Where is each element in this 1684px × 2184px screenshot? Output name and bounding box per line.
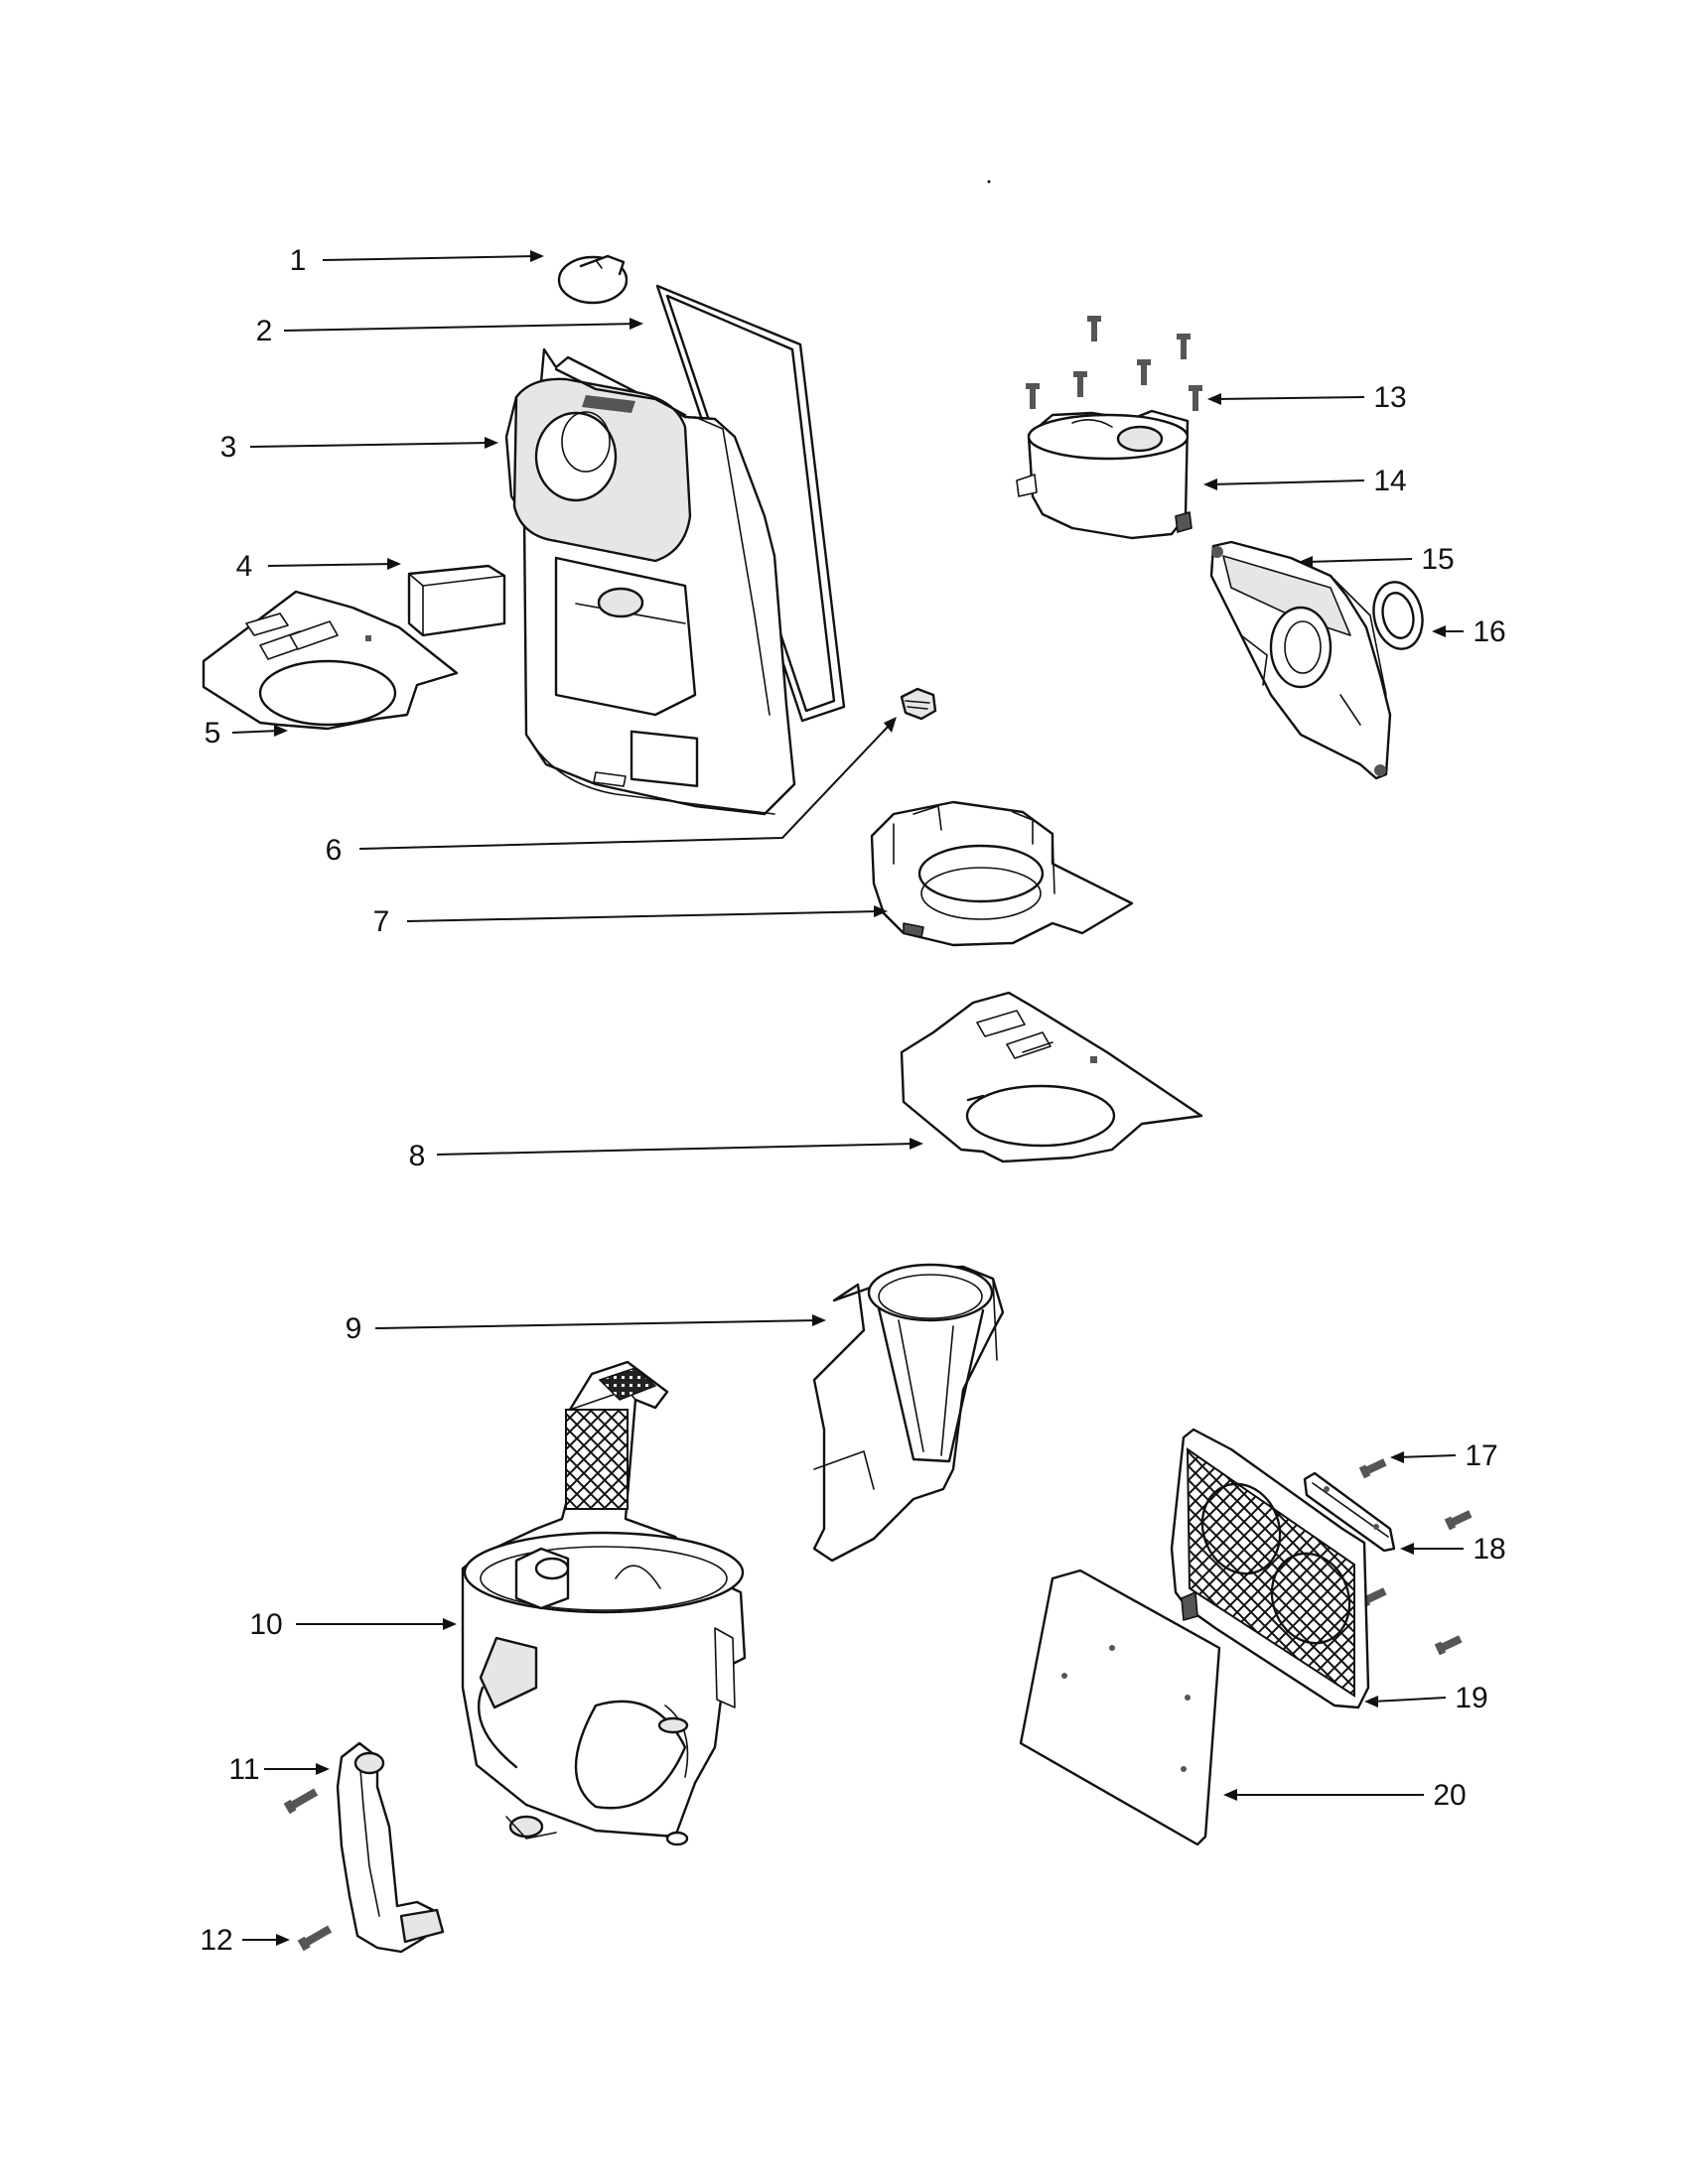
part-10-reservoir-body [461,1360,747,1846]
leader-lines [231,250,1464,1946]
callout-labels: 1 2 3 4 5 6 7 8 9 10 11 12 13 14 15 16 1… [200,244,1505,1957]
part-5-base-plate [202,590,459,731]
part-18-bracket-strip [1303,1471,1396,1553]
callout-19: 19 [1455,1682,1487,1714]
callout-15: 15 [1421,543,1454,576]
part-1-cap [557,254,629,305]
part-14-cover [1016,409,1193,540]
part-7-funnel-housing [870,800,1134,947]
part-11-handle [336,1741,445,1954]
callout-1: 1 [290,244,307,277]
part-4-filter-block [407,564,506,637]
part-19-grille-panel [1170,1428,1370,1709]
callout-2: 2 [256,315,273,347]
callout-5: 5 [205,717,221,750]
part-6-spring-clip [900,687,937,721]
part-16-ring [1372,581,1424,650]
callout-20: 20 [1433,1779,1466,1812]
callout-18: 18 [1473,1533,1505,1566]
callout-14: 14 [1373,465,1406,497]
callout-9: 9 [346,1312,362,1345]
callout-3: 3 [220,431,237,464]
stray-dot [987,180,991,184]
callout-7: 7 [373,905,390,938]
callout-8: 8 [409,1140,426,1172]
callout-12: 12 [200,1924,232,1957]
part-3-main-housing [504,347,796,816]
callout-4: 4 [236,550,253,583]
part-15-motor-mount [1209,540,1392,780]
callout-11: 11 [228,1753,259,1786]
part-12-screws [283,1788,333,1952]
part-8-base-plate [900,991,1203,1163]
callout-6: 6 [326,834,343,867]
callout-16: 16 [1473,615,1505,648]
callout-13: 13 [1373,381,1406,414]
part-13-screws [1026,316,1202,411]
part-9-filter-basket [812,1263,1005,1563]
callout-17: 17 [1465,1439,1497,1472]
part-20-flat-panel [1019,1569,1221,1846]
callout-10: 10 [249,1608,282,1641]
part-17-screw [1358,1458,1473,1656]
